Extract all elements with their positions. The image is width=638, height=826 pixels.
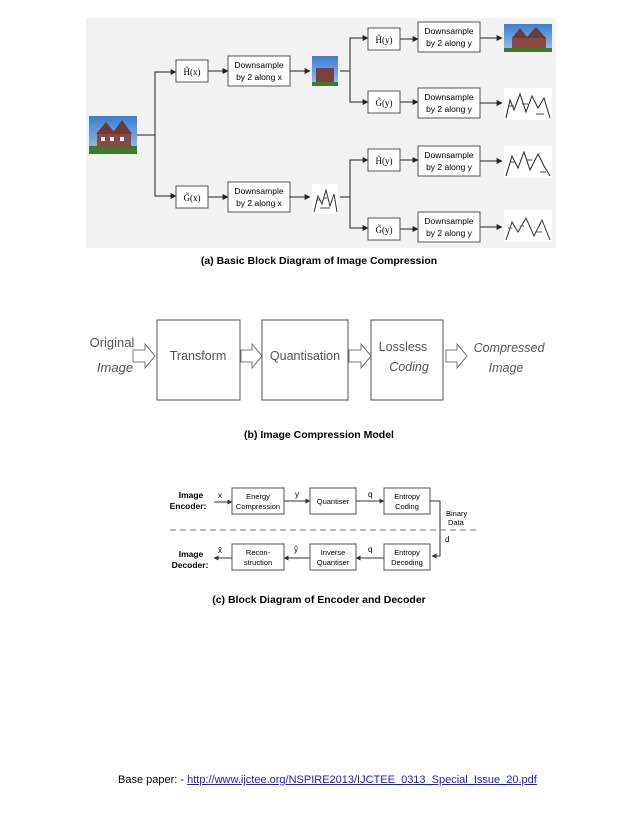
figure-c-caption: (c) Block Diagram of Encoder and Decoder bbox=[212, 594, 426, 606]
figure-c-diagram: Image Encoder: x Energy Compression y Qu… bbox=[170, 487, 478, 571]
symbol-x: x bbox=[218, 491, 222, 500]
output-sublabel: Image bbox=[489, 361, 524, 375]
decoder-label: Image bbox=[179, 549, 204, 559]
downsample-sublabel: by 2 along y bbox=[426, 104, 473, 114]
quantisation-block bbox=[261, 319, 349, 401]
transform-block bbox=[156, 319, 241, 401]
lossless-coding-block bbox=[370, 319, 444, 401]
filter-label: G̃(y) bbox=[376, 98, 393, 108]
symbol-x-hat: x̂ bbox=[218, 546, 222, 555]
figure-b-caption: (b) Image Compression Model bbox=[244, 429, 394, 441]
block-sublabel: Decoding bbox=[391, 558, 423, 567]
block-label: Inverse bbox=[321, 548, 346, 557]
hollow-arrow-2 bbox=[240, 342, 263, 370]
reconstruction-block bbox=[231, 543, 285, 571]
inverse-quantiser-block bbox=[309, 543, 357, 571]
figure-b: Original Image Transform Quantisation Lo… bbox=[0, 300, 638, 420]
base-paper-link[interactable]: http://www.ijctee.org/NSPIRE2013/IJCTEE_… bbox=[187, 774, 537, 786]
filter-label: H̃(x) bbox=[184, 67, 201, 77]
input-sublabel: Image bbox=[97, 360, 133, 375]
entropy-coding-block bbox=[383, 487, 431, 515]
symbol-d: d bbox=[445, 535, 449, 544]
filter-label: G̃(x) bbox=[184, 193, 201, 203]
block-label: Recon- bbox=[246, 548, 271, 557]
filter-label: H̃(y) bbox=[376, 35, 393, 45]
hl-image bbox=[504, 146, 552, 178]
block-label: Entropy bbox=[394, 548, 420, 557]
coding-label: Coding bbox=[389, 360, 429, 374]
entropy-decoding-block bbox=[383, 543, 431, 571]
lowpass-x-image bbox=[312, 56, 338, 86]
data-label: Data bbox=[448, 518, 465, 527]
ll-image bbox=[504, 24, 552, 52]
quantiser-block bbox=[309, 487, 357, 515]
output-label: Compressed bbox=[474, 341, 546, 355]
downsample-block bbox=[227, 181, 291, 213]
block-label: Entropy bbox=[394, 492, 420, 501]
downsample-sublabel: by 2 along x bbox=[236, 198, 283, 208]
highpass-x-image bbox=[312, 184, 338, 214]
transform-label: Transform bbox=[170, 349, 227, 363]
figure-a: H̃(x) Downsample by 2 along x G̃(x) Down… bbox=[0, 0, 638, 260]
encoder-label: Image bbox=[179, 490, 204, 500]
level2-row-4: G̃(y) Downsample by 2 along y bbox=[367, 210, 552, 243]
downsample-sublabel: by 2 along x bbox=[236, 72, 283, 82]
lh-image bbox=[504, 88, 552, 120]
quantisation-label: Quantisation bbox=[270, 349, 340, 363]
figure-a-diagram: H̃(x) Downsample by 2 along x G̃(x) Down… bbox=[86, 18, 556, 248]
lossless-label: Lossless bbox=[379, 340, 428, 354]
downsample-label: Downsample bbox=[234, 186, 283, 196]
hollow-arrow-4 bbox=[445, 342, 468, 370]
figure-c: Image Encoder: x Energy Compression y Qu… bbox=[0, 478, 638, 582]
downsample-sublabel: by 2 along y bbox=[426, 228, 473, 238]
figure-b-diagram: Original Image Transform Quantisation Lo… bbox=[90, 319, 546, 401]
figure-a-caption: (a) Basic Block Diagram of Image Compres… bbox=[200, 255, 438, 267]
downsample-sublabel: by 2 along y bbox=[426, 38, 473, 48]
input-label: Original bbox=[90, 335, 135, 350]
filter-label: G̃(y) bbox=[376, 225, 393, 235]
binary-label: Binary bbox=[446, 509, 468, 518]
level2-row-2: G̃(y) Downsample by 2 along y bbox=[367, 87, 552, 120]
filter-label: H̃(y) bbox=[376, 156, 393, 166]
block-label: Quantiser bbox=[317, 497, 350, 506]
footer: Base paper: - http://www.ijctee.org/NSPI… bbox=[118, 774, 537, 786]
block-label: Energy bbox=[246, 492, 270, 501]
block-sublabel: struction bbox=[244, 558, 272, 567]
downsample-label: Downsample bbox=[424, 26, 473, 36]
level2-row-3: H̃(y) Downsample by 2 along y bbox=[367, 145, 552, 178]
downsample-sublabel: by 2 along y bbox=[426, 162, 473, 172]
block-sublabel: Compression bbox=[236, 502, 280, 511]
level2-row-1: H̃(y) Downsample by 2 along y bbox=[367, 21, 552, 53]
downsample-block bbox=[227, 55, 291, 87]
decoder-sublabel: Decoder: bbox=[172, 560, 209, 570]
downsample-label: Downsample bbox=[424, 216, 473, 226]
downsample-label: Downsample bbox=[424, 92, 473, 102]
downsample-label: Downsample bbox=[234, 60, 283, 70]
hollow-arrow-3 bbox=[348, 342, 372, 370]
symbol-y-hat: ŷ bbox=[294, 545, 298, 554]
energy-compression-block bbox=[231, 487, 285, 515]
block-sublabel: Quantiser bbox=[317, 558, 350, 567]
downsample-label: Downsample bbox=[424, 150, 473, 160]
symbol-q-decoder: q bbox=[368, 545, 372, 554]
hollow-arrow-1 bbox=[132, 342, 156, 370]
hh-image bbox=[504, 210, 552, 242]
symbol-q: q bbox=[368, 490, 372, 499]
block-sublabel: Coding bbox=[395, 502, 419, 511]
original-house-image bbox=[89, 116, 137, 154]
footer-prefix: Base paper: - bbox=[118, 774, 188, 786]
symbol-y: y bbox=[295, 490, 299, 499]
encoder-sublabel: Encoder: bbox=[170, 501, 207, 511]
